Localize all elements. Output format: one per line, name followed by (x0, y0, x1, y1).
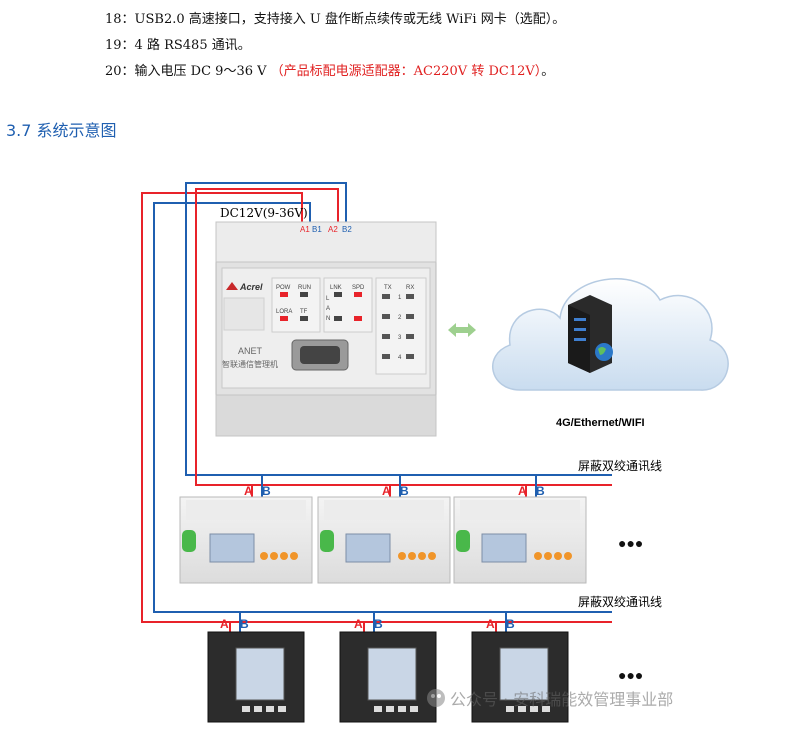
spec-item-19: 19：4 路 RS485 通讯。 (105, 38, 251, 53)
panel2-a-label: A (354, 617, 363, 631)
din-meter-1 (179, 496, 313, 584)
din-meter-3 (453, 496, 587, 584)
panel3-a-label: A (486, 617, 495, 631)
gateway-wires (141, 182, 612, 623)
spec-item-20-end: 。 (541, 64, 555, 79)
server-icon (568, 295, 613, 373)
svg-text:TX: TX (384, 285, 392, 291)
spec-item-20-main: 20：输入电压 DC 9～36 V (105, 64, 271, 79)
svg-text:POW: POW (276, 285, 291, 291)
terminal-b2: B2 (342, 225, 352, 234)
svg-text:TF: TF (300, 309, 308, 315)
bus-label-bottom: 屏蔽双绞通讯线 (578, 594, 662, 609)
gateway-device: A1 B1 A2 B2 Acrel POW RUN LORA TF LNK SP… (215, 221, 437, 437)
meter1-b-label: B (262, 484, 271, 498)
ellipsis-row-1: ●●● (618, 535, 643, 551)
meter1-a-label: A (244, 484, 253, 498)
svg-text:LORA: LORA (276, 309, 292, 315)
terminal-b1: B1 (312, 225, 322, 234)
terminal-a1: A1 (300, 225, 310, 234)
watermark: 公众号 · 安科瑞能效管理事业部 (427, 689, 673, 709)
meter2-a-label: A (382, 484, 391, 498)
panel-meter-3 (471, 631, 569, 723)
panel-meter-2 (339, 631, 437, 723)
meter3-a-label: A (518, 484, 527, 498)
meter2-b-label: B (400, 484, 409, 498)
svg-text:SPD: SPD (352, 285, 365, 291)
svg-text:4: 4 (398, 355, 402, 361)
spec-item-18: 18：USB2.0 高速接口，支持接入 U 盘作断点续传或无线 WiFi 网卡（… (105, 12, 566, 27)
terminal-a2: A2 (328, 225, 338, 234)
bus-label-top: 屏蔽双绞通讯线 (578, 458, 662, 473)
section-title: 3.7 系统示意图 (6, 121, 117, 140)
svg-text:L: L (326, 296, 330, 302)
meter-drops (229, 475, 537, 632)
svg-text:N: N (326, 316, 330, 322)
panel-meter-1 (207, 631, 305, 723)
watermark-text: 公众号 · 安科瑞能效管理事业部 (450, 690, 673, 709)
svg-text:2: 2 (398, 315, 402, 321)
svg-text:LNK: LNK (330, 285, 342, 291)
power-label: DC12V(9-36V) (220, 206, 308, 220)
spec-item-20: 20：输入电压 DC 9～36 V （产品标配电源适配器：AC220V 转 DC… (105, 60, 554, 79)
ellipsis-row-2: ●●● (618, 667, 643, 683)
panel1-b-label: B (240, 617, 249, 631)
svg-text:A: A (326, 306, 330, 312)
svg-text:3: 3 (398, 335, 402, 341)
meter3-b-label: B (536, 484, 545, 498)
din-meter-2 (317, 496, 451, 584)
cloud-label: 4G/Ethernet/WIFI (556, 417, 645, 429)
svg-text:RUN: RUN (298, 285, 311, 291)
svg-text:1: 1 (398, 295, 402, 301)
svg-text:Acrel: Acrel (239, 282, 263, 292)
gateway-model: ANET (238, 346, 263, 356)
panel2-b-label: B (374, 617, 383, 631)
gateway-name: 智联通信管理机 (222, 359, 278, 369)
spec-item-20-note: （产品标配电源适配器：AC220V 转 DC12V） (270, 64, 542, 79)
acrel-logo: Acrel (226, 282, 263, 292)
panel1-a-label: A (220, 617, 229, 631)
serial-port (291, 339, 349, 371)
panel3-b-label: B (506, 617, 515, 631)
led-panel: POW RUN LORA TF LNK SPD L A N TX RX 1 2 … (271, 277, 427, 375)
bidirectional-arrow-icon (448, 323, 476, 337)
svg-text:RX: RX (406, 285, 414, 291)
